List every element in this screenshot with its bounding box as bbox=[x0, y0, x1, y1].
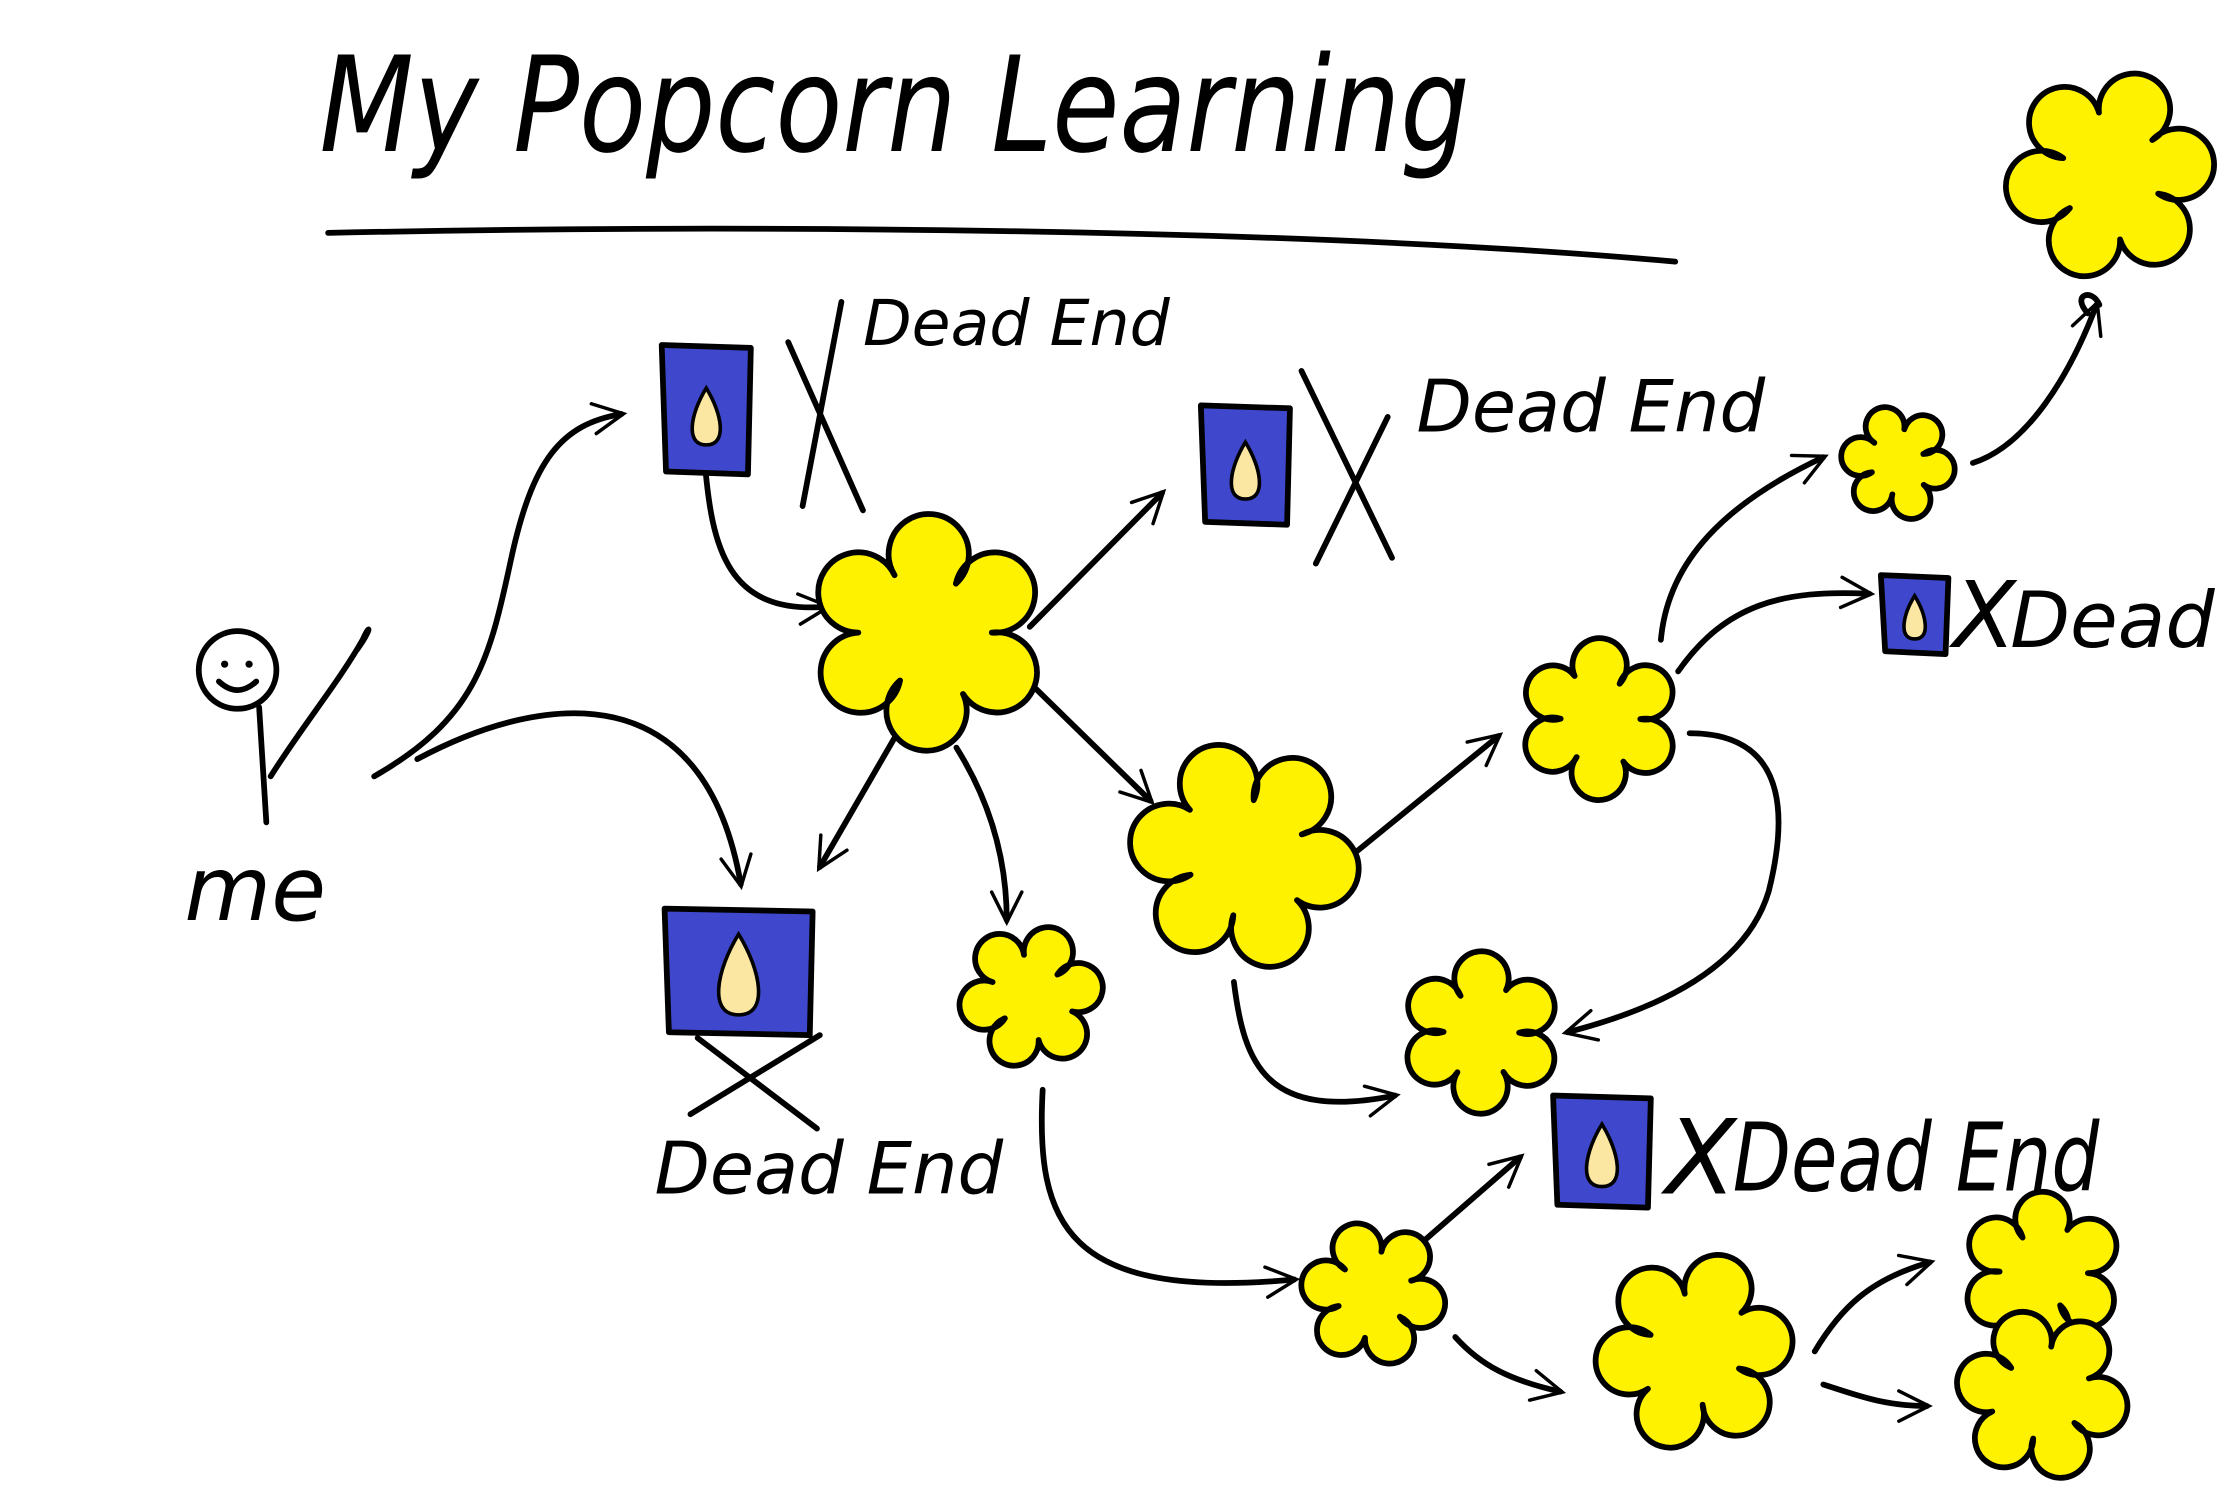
popcorn-icon bbox=[2003, 70, 2217, 280]
arrow-icon bbox=[1675, 575, 1876, 675]
arrow-icon bbox=[1026, 488, 1167, 630]
dead-end-text: Dead End bbox=[1733, 1103, 2100, 1213]
arrow-icon bbox=[1811, 1253, 1936, 1355]
popcorn-icon bbox=[1127, 742, 1362, 970]
x-mark-icon bbox=[687, 299, 1395, 1132]
kernel-icon bbox=[658, 342, 754, 478]
arrow-icon bbox=[1348, 732, 1504, 859]
x-mark-icon: X bbox=[1949, 562, 2018, 669]
kernel-icon bbox=[1550, 1092, 1654, 1211]
kernel-icon bbox=[1197, 402, 1293, 528]
popcorn-icon bbox=[1592, 1252, 1796, 1451]
arrow-icon bbox=[1022, 675, 1155, 805]
arrow-icon bbox=[1417, 1153, 1525, 1247]
dead-end-label-with-x: X Dead End bbox=[1949, 562, 2232, 669]
dead-end-label: Dead End bbox=[863, 286, 1171, 360]
dead-end-label: Dead End bbox=[655, 1126, 1004, 1210]
arrow-icon bbox=[1561, 730, 1782, 1042]
popcorn-icon bbox=[815, 511, 1040, 754]
popcorn-icon bbox=[1954, 1309, 2131, 1481]
popcorn-icon bbox=[1404, 948, 1558, 1117]
x-mark-icon: X bbox=[1660, 1098, 1738, 1218]
popcorns bbox=[815, 70, 2217, 1481]
arrow-icon bbox=[1658, 453, 1829, 643]
arrow-icon bbox=[953, 744, 1024, 927]
dead-end-label-with-x: X Dead End bbox=[1660, 1098, 2100, 1218]
person-label: me bbox=[184, 838, 326, 942]
popcorn-icon bbox=[956, 924, 1106, 1069]
kernel-icon bbox=[1877, 572, 1952, 658]
arrow-icon bbox=[701, 460, 834, 626]
arrow-loop bbox=[2078, 292, 2103, 317]
arrow-icon bbox=[1969, 299, 2103, 466]
stick-figure-icon bbox=[195, 626, 372, 826]
popcorn-icon bbox=[1298, 1220, 1448, 1367]
popcorn-icon bbox=[1838, 404, 1958, 522]
dead-end-text: Dead End bbox=[2010, 576, 2232, 666]
arrow-icon bbox=[1038, 1086, 1301, 1299]
arrow-icon bbox=[1231, 979, 1401, 1118]
arrow-icon bbox=[1452, 1334, 1567, 1402]
kernels bbox=[658, 342, 1952, 1211]
dead-end-label: Dead End bbox=[1416, 364, 1765, 448]
arrow-icon bbox=[816, 727, 902, 873]
kernel-icon bbox=[661, 905, 816, 1039]
diagram-title: My Popcorn Learning bbox=[320, 29, 1470, 183]
arrows bbox=[371, 292, 2103, 1423]
popcorn-icon bbox=[1522, 635, 1676, 803]
arrow-icon bbox=[1820, 1381, 1933, 1423]
popcorn-icon bbox=[1964, 1189, 2120, 1356]
title-underline bbox=[325, 225, 1679, 265]
arrow-icon bbox=[371, 402, 628, 780]
arrow-icon bbox=[414, 710, 753, 891]
